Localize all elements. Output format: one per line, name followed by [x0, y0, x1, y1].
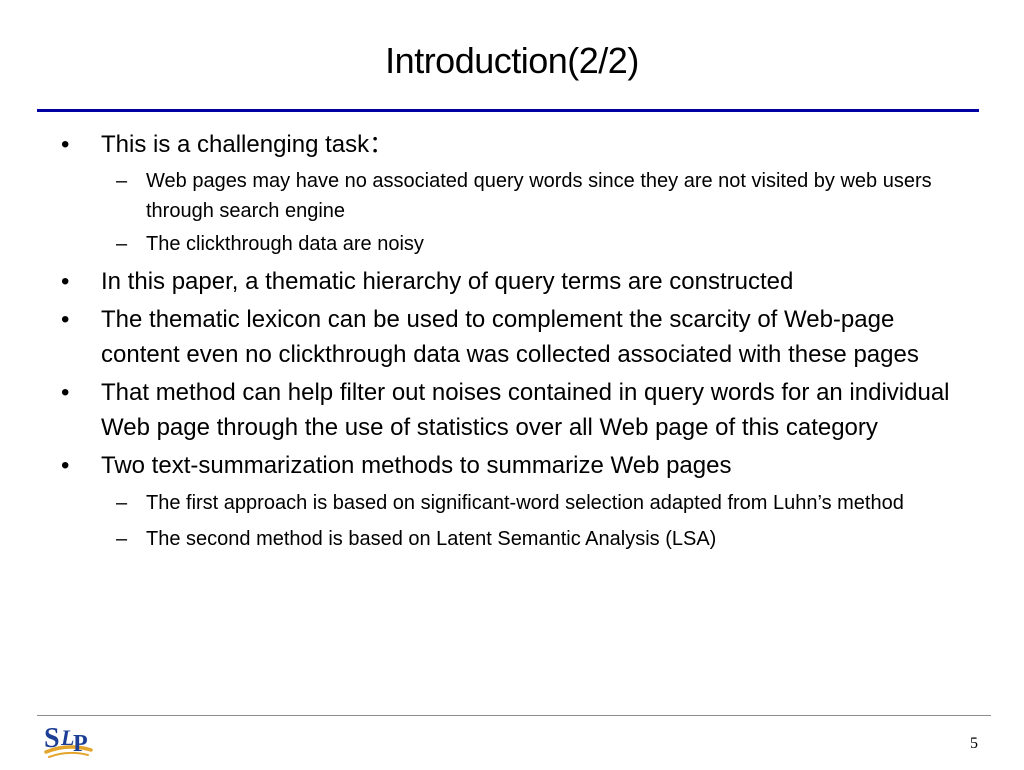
bullet-marker: •	[61, 267, 70, 295]
sub-bullet-text: Web pages may have no associated query w…	[146, 169, 932, 222]
sub-bullet-marker: –	[116, 232, 128, 255]
bullet-list: • This is a challenging task： – Web page…	[0, 128, 1024, 560]
bullet-item: • Two text-summarization methods to summ…	[0, 449, 1024, 484]
bullet-text: In this paper, a thematic hierarchy of q…	[101, 267, 794, 295]
slide-title: Introduction(2/2)	[385, 40, 639, 81]
slp-logo: S L P	[42, 721, 94, 765]
sub-bullet-text: The second method is based on Latent Sem…	[146, 527, 717, 550]
svg-text:S: S	[44, 723, 60, 754]
bullet-item: • In this paper, a thematic hierarchy of…	[0, 265, 1024, 300]
slp-logo-icon: S L P	[44, 723, 93, 758]
bullet-text: This is a challenging task：	[101, 131, 394, 158]
bullet-text: Two text-summarization methods to summar…	[101, 452, 732, 479]
sub-bullet-marker: –	[116, 169, 128, 192]
svg-text:L: L	[60, 725, 74, 750]
sub-bullet-item: – The second method is based on Latent S…	[0, 524, 1024, 554]
sub-bullet-marker: –	[116, 527, 128, 550]
sub-bullet-marker: –	[116, 491, 128, 514]
bullet-marker: •	[61, 131, 70, 158]
bullet-text: The thematic lexicon can be used to comp…	[101, 306, 919, 368]
bullet-item: • The thematic lexicon can be used to co…	[0, 303, 1024, 372]
footer-divider	[37, 715, 991, 716]
bullet-marker: •	[61, 379, 70, 406]
bullet-marker: •	[61, 306, 70, 333]
sub-bullet-text: The first approach is based on significa…	[146, 491, 904, 514]
sub-bullet-item: – Web pages may have no associated query…	[0, 166, 1024, 226]
sub-bullet-item: – The clickthrough data are noisy	[0, 229, 1024, 259]
bullet-item: • This is a challenging task：	[0, 128, 1024, 163]
title-divider	[37, 109, 979, 112]
sub-bullet-item: – The first approach is based on signifi…	[0, 488, 1024, 518]
page-number: 5	[970, 735, 978, 752]
sub-bullet-text: The clickthrough data are noisy	[146, 232, 424, 255]
bullet-text: That method can help filter out noises c…	[101, 379, 950, 441]
bullet-marker: •	[61, 452, 70, 479]
svg-text:P: P	[73, 731, 88, 757]
bullet-item: • That method can help filter out noises…	[0, 376, 1024, 445]
